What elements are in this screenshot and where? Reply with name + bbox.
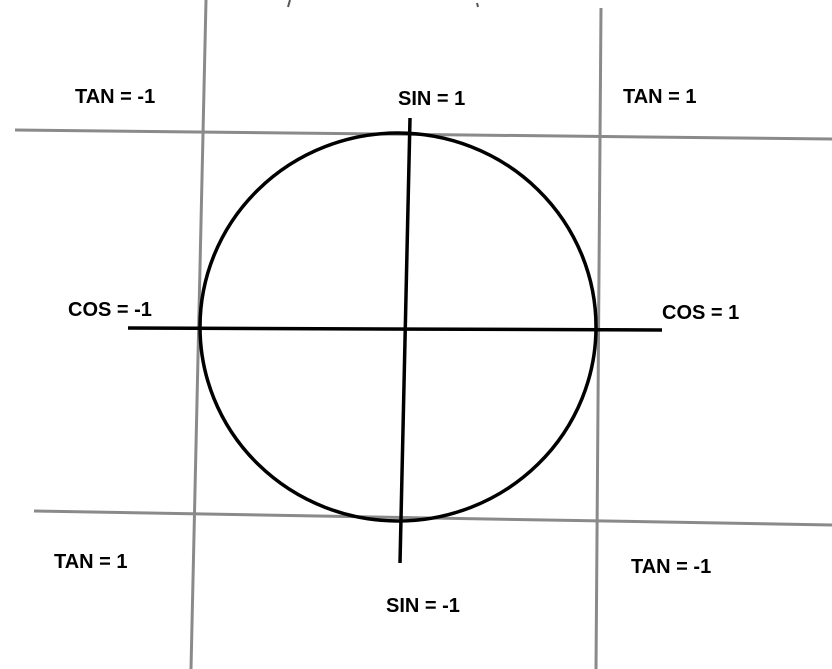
- label-tan-top-right: TAN = 1: [623, 86, 697, 108]
- label-tan-bottom-left: TAN = 1: [54, 551, 128, 573]
- axes: [127, 117, 663, 564]
- y-axis-line: [398, 117, 412, 564]
- label-cos-right: COS = 1: [662, 302, 739, 324]
- label-sin-bottom: SIN = -1: [386, 595, 460, 617]
- value-labels: TAN = -1 SIN = 1 TAN = 1 COS = -1 COS = …: [54, 86, 739, 617]
- label-tan-top-left: TAN = -1: [75, 86, 155, 108]
- stray-mark-right: [476, 2, 479, 8]
- label-sin-top: SIN = 1: [398, 88, 465, 110]
- grid-right-vertical: [594, 7, 603, 669]
- x-axis-line: [127, 326, 663, 332]
- stray-mark-left: [287, 0, 291, 8]
- label-tan-bottom-right: TAN = -1: [631, 556, 711, 578]
- label-cos-left: COS = -1: [68, 299, 152, 321]
- stray-marks: [287, 0, 479, 8]
